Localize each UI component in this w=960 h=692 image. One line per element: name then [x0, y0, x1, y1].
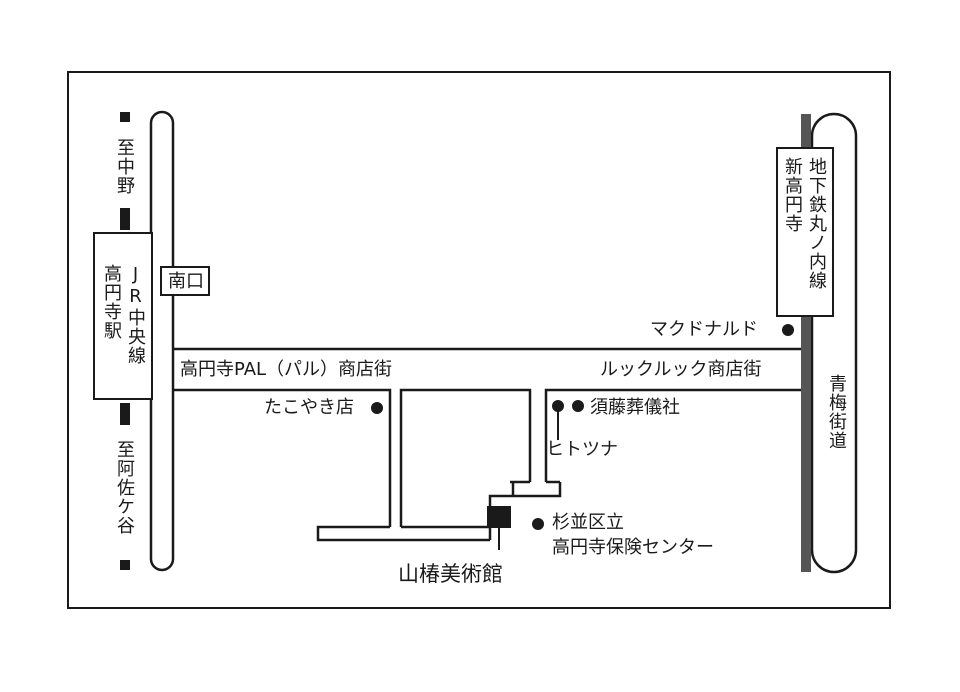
health-center-dot	[532, 518, 544, 530]
subway-station-label: 新高円寺	[782, 157, 803, 233]
to-nakano-label: 至中野	[114, 138, 135, 195]
jr-rail-south	[120, 403, 130, 570]
museum-marker	[487, 506, 511, 528]
pal-street-label: 高円寺PAL（パル）商店街	[180, 359, 393, 380]
health-center-label-1: 杉並区立	[552, 512, 624, 533]
subway-box: 地下鉄丸ノ内線 新高円寺	[776, 147, 834, 317]
health-center-label-2: 高円寺保険センター	[552, 537, 714, 558]
map-frame	[67, 71, 891, 609]
funeral-dot	[572, 400, 584, 412]
museum-label: 山椿美術館	[398, 562, 503, 586]
takoyaki-dot	[371, 402, 383, 414]
south-exit-label: 南口	[168, 271, 204, 292]
lower-road	[316, 525, 490, 542]
subway-line-label: 地下鉄丸ノ内線	[806, 157, 827, 290]
to-asagaya-label: 至阿佐ケ谷	[114, 440, 135, 535]
mcdonalds-dot	[782, 324, 794, 336]
look-street-label: ルックルック商店街	[600, 359, 762, 380]
museum-road	[488, 480, 562, 540]
station-name-label: 高円寺駅	[101, 264, 122, 340]
jr-rail-north	[120, 112, 130, 230]
pal-street	[173, 347, 801, 527]
jr-line-label: JR中央線	[125, 264, 146, 365]
ome-kaido-label: 青梅街道	[826, 374, 847, 450]
jr-station-box: JR中央線 高円寺駅	[93, 232, 153, 400]
funeral-label: 須藤葬儀社	[590, 397, 680, 418]
hitotsuna-label: ヒトツナ	[546, 439, 618, 460]
mcdonalds-label: マクドナルド	[650, 319, 758, 340]
jr-side-road	[149, 110, 175, 572]
takoyaki-label: たこやき店	[264, 397, 354, 418]
south-exit-box: 南口	[160, 266, 210, 296]
marunouchi-line	[801, 114, 811, 572]
